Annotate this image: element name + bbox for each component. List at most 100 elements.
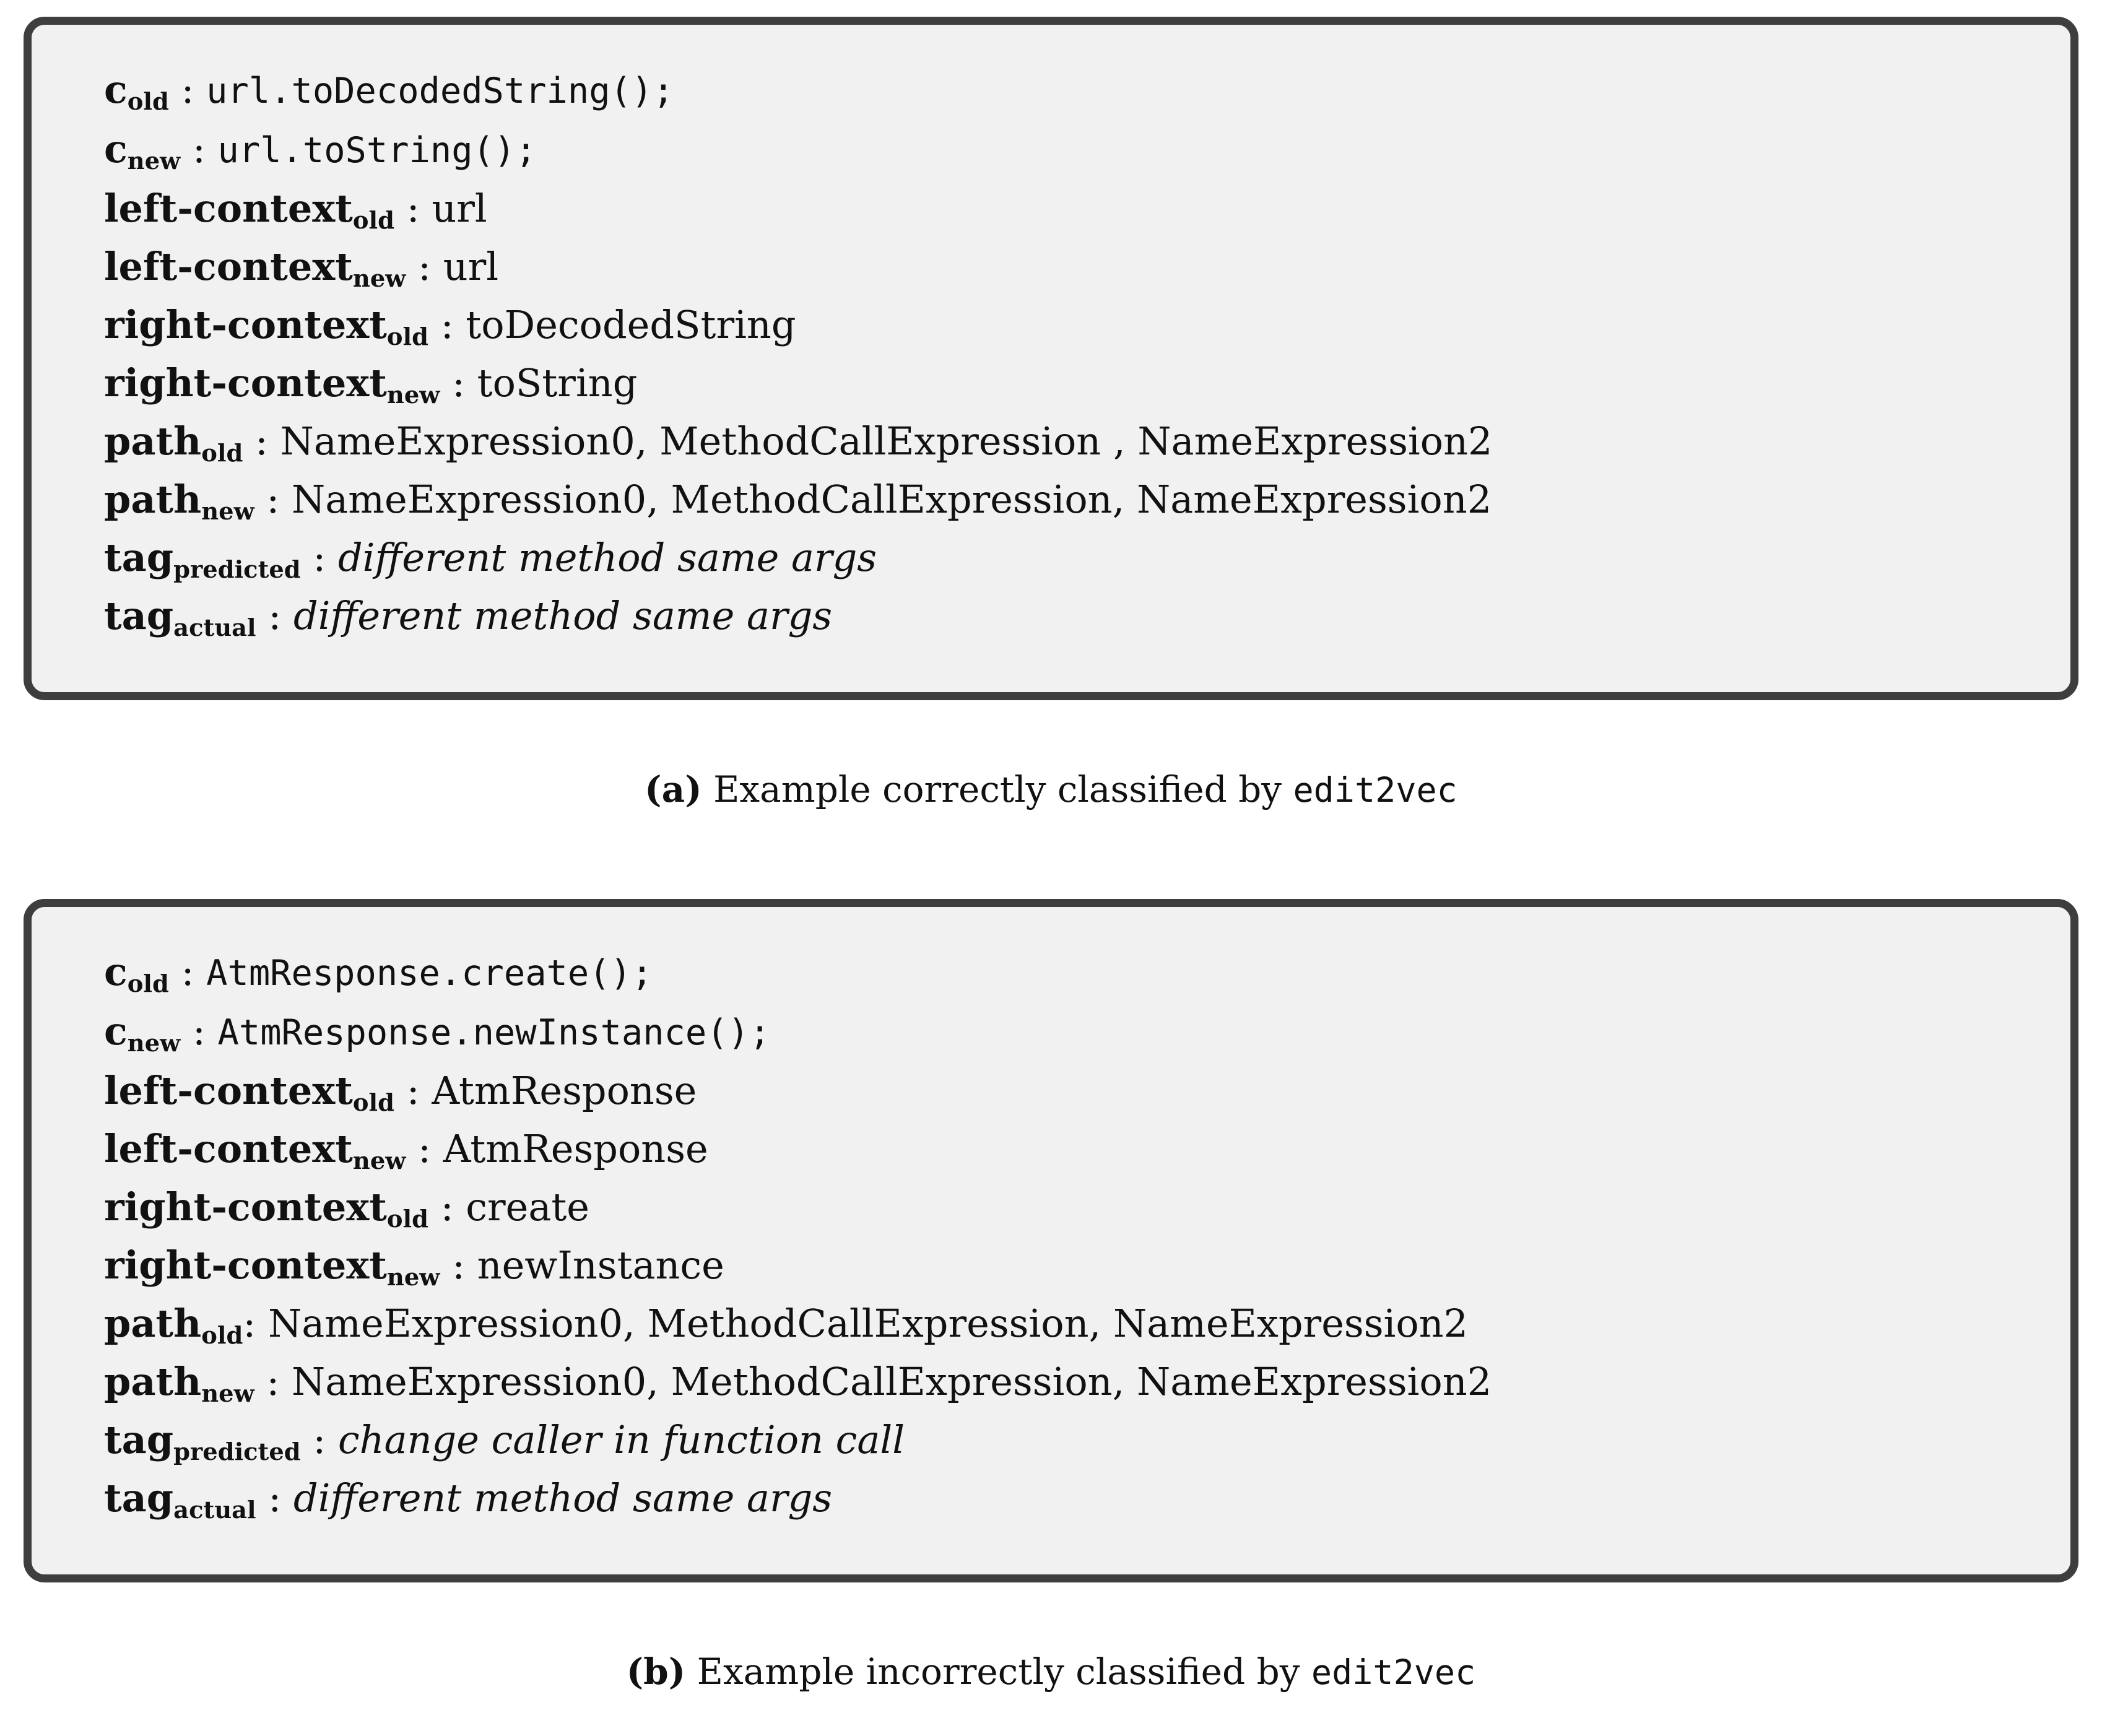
field-label-subscript: predicted xyxy=(173,555,301,584)
field-label: left-contextold xyxy=(104,1068,395,1117)
field-row: left-contextold : url xyxy=(104,180,2039,238)
field-row: right-contextnew : toString xyxy=(104,354,2039,412)
field-label: right-contextnew xyxy=(104,360,440,409)
field-row: tagactual : different method same args xyxy=(104,1469,2039,1527)
field-row: tagpredicted : different method same arg… xyxy=(104,529,2039,587)
field-separator: : xyxy=(243,419,280,464)
field-value: toString xyxy=(477,360,638,406)
field-value: different method same args xyxy=(337,535,877,580)
example-box-a: cold : url.toDecodedString(); cnew : url… xyxy=(24,17,2078,700)
field-label-subscript: old xyxy=(127,87,169,116)
caption-b: (b) Example incorrectly classified by ed… xyxy=(0,1647,2102,1697)
field-separator: : xyxy=(300,1417,338,1462)
field-label: left-contextnew xyxy=(104,1126,406,1175)
caption-a-code: edit2vec xyxy=(1293,770,1457,810)
field-label-subscript: new xyxy=(201,497,254,526)
field-separator: : xyxy=(300,535,338,580)
field-label-subscript: old xyxy=(352,1088,395,1117)
field-value: toDecodedString xyxy=(466,302,796,347)
field-label: tagactual xyxy=(104,593,256,642)
field-separator: : xyxy=(394,1068,432,1113)
field-separator: : xyxy=(428,302,466,347)
field-label: cold xyxy=(104,67,169,116)
field-value: newInstance xyxy=(477,1243,724,1288)
field-separator: : xyxy=(243,1301,268,1346)
caption-a: (a) Example correctly classified by edit… xyxy=(0,765,2102,815)
field-value: NameExpression0, MethodCallExpression, N… xyxy=(267,1301,1469,1346)
field-separator: : xyxy=(180,126,218,171)
field-row: tagpredicted : change caller in function… xyxy=(104,1411,2039,1469)
field-row: left-contextnew : url xyxy=(104,238,2039,296)
field-row: cold : AtmResponse.create(); xyxy=(104,943,2039,1002)
field-row: pathnew : NameExpression0, MethodCallExp… xyxy=(104,471,2039,529)
field-value: AtmResponse xyxy=(432,1068,697,1113)
field-value: NameExpression0, MethodCallExpression , … xyxy=(280,419,1493,464)
field-separator: : xyxy=(180,1009,218,1054)
field-label: cnew xyxy=(104,126,181,175)
field-label: tagactual xyxy=(104,1475,256,1524)
field-value: AtmResponse.create(); xyxy=(206,953,653,994)
field-separator: : xyxy=(254,1359,292,1404)
field-label: pathnew xyxy=(104,1359,254,1408)
panel-a: cold : url.toDecodedString(); cnew : url… xyxy=(0,17,2102,815)
field-separator: : xyxy=(254,477,292,522)
field-separator: : xyxy=(168,67,207,112)
field-label-subscript: actual xyxy=(173,1496,256,1524)
field-label: pathnew xyxy=(104,477,254,526)
field-label-subscript: new xyxy=(352,1147,406,1175)
field-row: pathold: NameExpression0, MethodCallExpr… xyxy=(104,1295,2039,1353)
field-label: right-contextnew xyxy=(104,1243,440,1291)
caption-b-label: (b) xyxy=(626,1651,686,1693)
field-separator: : xyxy=(256,1475,293,1521)
field-value: NameExpression0, MethodCallExpression, N… xyxy=(292,477,1492,522)
field-label-subscript: new xyxy=(352,264,406,293)
field-separator: : xyxy=(440,360,477,406)
field-value: url xyxy=(432,186,487,231)
field-label: right-contextold xyxy=(104,1184,428,1233)
field-label-subscript: old xyxy=(352,206,395,235)
field-label: left-contextold xyxy=(104,186,395,235)
field-row: tagactual : different method same args xyxy=(104,587,2039,645)
caption-a-label: (a) xyxy=(645,768,702,810)
field-row: right-contextold : toDecodedString xyxy=(104,296,2039,354)
field-label-subscript: new xyxy=(201,1379,254,1408)
field-label: cold xyxy=(104,949,169,998)
field-separator: : xyxy=(256,593,293,638)
field-label: cnew xyxy=(104,1009,181,1057)
field-label-subscript: new xyxy=(127,1029,181,1057)
field-label: left-contextnew xyxy=(104,244,406,293)
field-label-subscript: new xyxy=(127,147,181,175)
field-separator: : xyxy=(168,949,207,994)
field-row: right-contextnew : newInstance xyxy=(104,1236,2039,1295)
caption-a-text: Example correctly classified by xyxy=(701,768,1293,810)
field-value: change caller in function call xyxy=(337,1417,905,1462)
field-row: right-contextold : create xyxy=(104,1178,2039,1236)
field-label-subscript: new xyxy=(386,1263,440,1291)
field-row: pathnew : NameExpression0, MethodCallExp… xyxy=(104,1353,2039,1411)
field-label: tagpredicted xyxy=(104,535,301,584)
field-label-subscript: new xyxy=(386,381,440,409)
field-label-subscript: actual xyxy=(173,614,256,642)
field-row: left-contextnew : AtmResponse xyxy=(104,1120,2039,1178)
field-label-subscript: old xyxy=(201,1321,243,1350)
field-label-subscript: old xyxy=(386,323,428,351)
panel-b: cold : AtmResponse.create(); cnew : AtmR… xyxy=(0,899,2102,1697)
field-row: cnew : url.toString(); xyxy=(104,120,2039,180)
caption-b-code: edit2vec xyxy=(1311,1652,1476,1692)
field-separator: : xyxy=(428,1184,466,1230)
field-row: cnew : AtmResponse.newInstance(); xyxy=(104,1002,2039,1062)
field-value: NameExpression0, MethodCallExpression, N… xyxy=(292,1359,1492,1404)
field-label-subscript: old xyxy=(386,1205,428,1233)
field-label-subscript: predicted xyxy=(173,1438,301,1466)
field-value: url.toString(); xyxy=(217,130,537,171)
field-label-subscript: old xyxy=(127,970,169,998)
field-value: AtmResponse.newInstance(); xyxy=(217,1012,771,1053)
field-value: url xyxy=(443,244,499,289)
field-row: cold : url.toDecodedString(); xyxy=(104,61,2039,120)
field-value: different method same args xyxy=(293,593,833,638)
field-label: tagpredicted xyxy=(104,1417,301,1466)
field-label: right-contextold xyxy=(104,302,428,351)
field-row: pathold : NameExpression0, MethodCallExp… xyxy=(104,412,2039,471)
field-separator: : xyxy=(406,244,443,289)
